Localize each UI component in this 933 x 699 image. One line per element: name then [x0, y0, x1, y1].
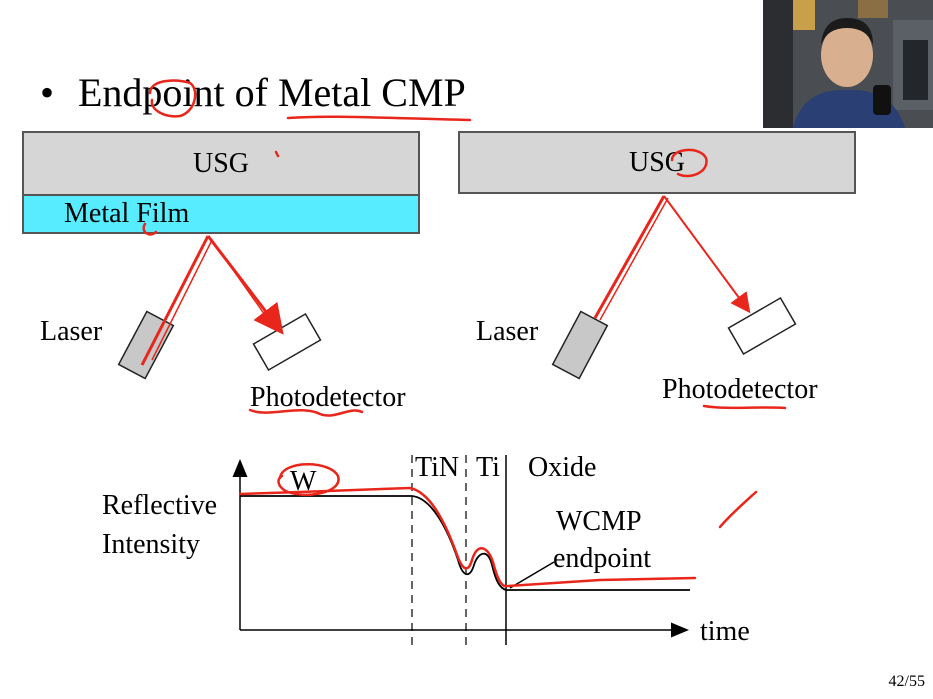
left-laser-beam: [140, 235, 284, 366]
metal-film-label: Metal Film: [64, 198, 190, 229]
graph-ylabel-line1: Reflective: [102, 490, 218, 521]
graph-xlabel: time: [700, 616, 750, 647]
right-laser-label: Laser: [476, 316, 539, 347]
page-number: 42/55: [888, 673, 925, 690]
right-usg-label: USG: [628, 146, 685, 178]
region-w-label: W: [290, 466, 317, 497]
annotation-underline-metal-cmp: [286, 115, 472, 122]
left-laser-label: Laser: [40, 316, 103, 347]
title-text: Endpoint of Metal CMP: [78, 70, 466, 115]
right-laser-device: [551, 310, 609, 380]
graph-ylabel-line2: Intensity: [102, 529, 200, 560]
left-photodetector-device: [252, 312, 322, 372]
endpoint-label-line2: endpoint: [553, 543, 651, 574]
region-tin-label: TiN: [415, 452, 460, 483]
right-photodetector-label: Photodetector: [662, 374, 818, 405]
left-usg-layer: USG: [22, 131, 420, 196]
right-laser-beam: [593, 195, 751, 321]
endpoint-pointer: [509, 561, 555, 589]
annotation-photodetector-underline-right: [702, 404, 787, 410]
left-laser-device: [117, 310, 175, 380]
region-oxide-label: Oxide: [528, 452, 597, 483]
metal-film-layer: Metal Film: [22, 194, 420, 234]
endpoint-label-line1: WCMP: [556, 506, 642, 537]
presenter-webcam: [763, 0, 933, 128]
left-usg-label: USG: [192, 147, 249, 179]
right-usg-layer: USG: [458, 131, 856, 194]
right-photodetector-device: [727, 296, 797, 356]
presenter-video-frame: [763, 0, 933, 128]
annotation-slash-mark: [718, 490, 758, 529]
region-ti-label: Ti: [476, 452, 500, 483]
slide-title: • Endpoint of Metal CMP: [40, 70, 466, 116]
left-photodetector-label: Photodetector: [250, 382, 406, 413]
title-bullet: •: [40, 70, 55, 115]
